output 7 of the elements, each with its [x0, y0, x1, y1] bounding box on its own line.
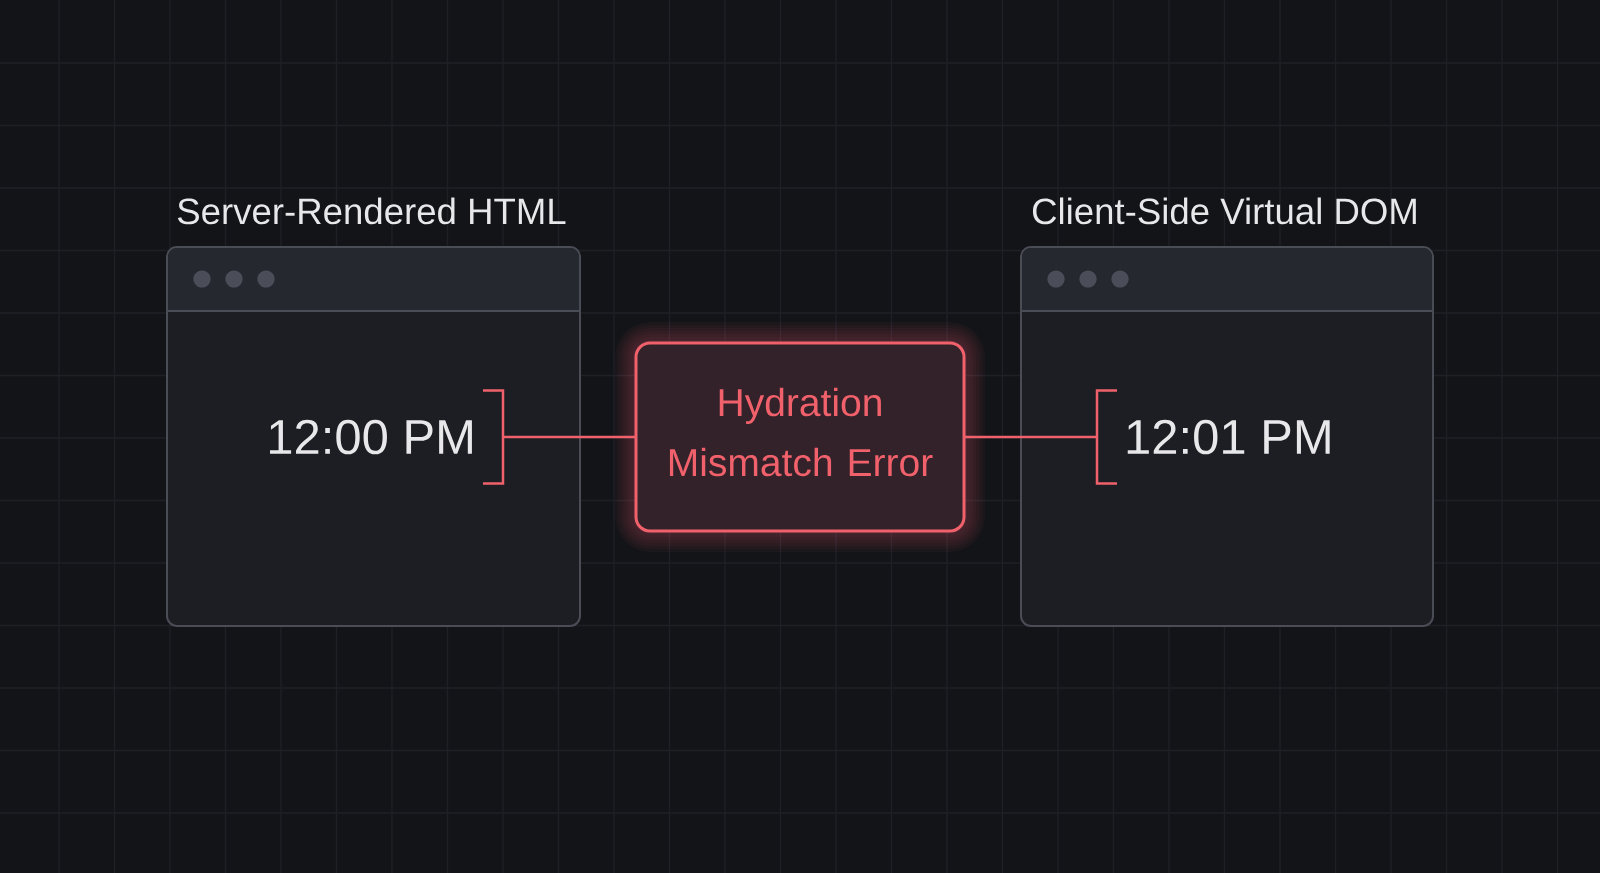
time-text: 12:00 PM	[270, 419, 472, 455]
connector-line	[503, 435, 636, 439]
window-title: Client-Side Virtual DOM	[1032, 197, 1416, 225]
error-box: Hydration Mismatch Error	[615, 322, 985, 552]
time-text: 12:01 PM	[1127, 419, 1330, 455]
window-title: Server-Rendered HTML	[177, 197, 566, 225]
connector-line	[964, 435, 1097, 439]
